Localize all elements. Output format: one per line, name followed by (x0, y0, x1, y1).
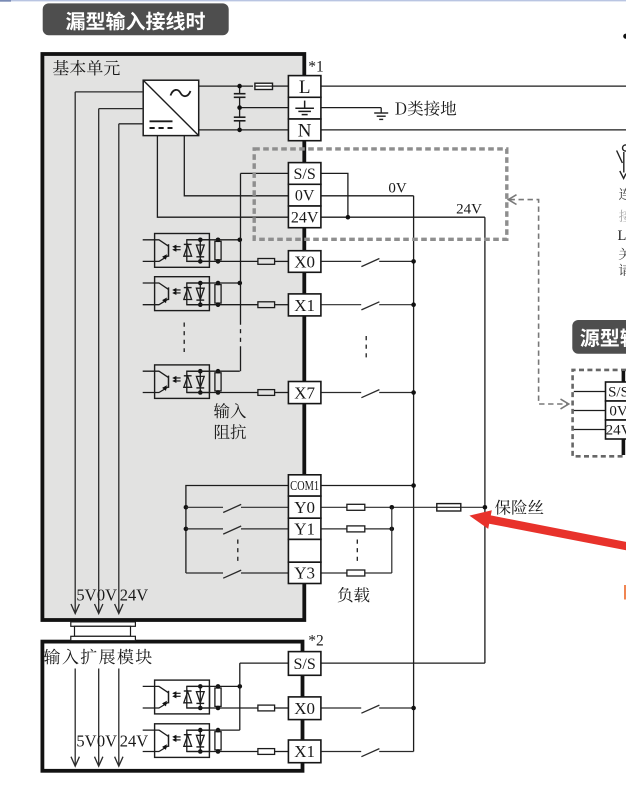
svg-text:X1: X1 (294, 742, 315, 761)
svg-text:24V: 24V (606, 423, 626, 439)
svg-text:Y3: Y3 (294, 564, 315, 583)
svg-text:L: L (618, 228, 626, 244)
svg-text:L: L (299, 77, 311, 98)
svg-text:5V: 5V (76, 586, 96, 605)
svg-text:24V: 24V (120, 732, 149, 751)
svg-text:*2: *2 (308, 633, 324, 650)
svg-text:0V: 0V (388, 181, 407, 197)
svg-text:S/S: S/S (608, 385, 626, 401)
svg-text:Y0: Y0 (294, 498, 315, 517)
svg-text:X7: X7 (294, 383, 315, 402)
svg-text:X0: X0 (294, 252, 315, 271)
svg-text:X0: X0 (294, 699, 315, 718)
svg-text:N: N (298, 120, 312, 141)
svg-text:X1: X1 (294, 296, 315, 315)
svg-text:5V: 5V (76, 732, 96, 751)
svg-text:24V: 24V (120, 586, 149, 605)
svg-text:COM1: COM1 (290, 478, 319, 493)
svg-text:S/S: S/S (294, 656, 316, 673)
svg-text:0V: 0V (97, 586, 117, 605)
svg-text:24V: 24V (291, 209, 319, 226)
svg-text:0V: 0V (295, 188, 315, 205)
svg-text:Y1: Y1 (294, 520, 315, 539)
svg-text:*1: *1 (308, 59, 324, 76)
svg-text:0V: 0V (609, 404, 626, 420)
svg-text:24V: 24V (456, 202, 482, 218)
svg-text:0V: 0V (97, 732, 117, 751)
svg-text:S/S: S/S (294, 166, 316, 183)
